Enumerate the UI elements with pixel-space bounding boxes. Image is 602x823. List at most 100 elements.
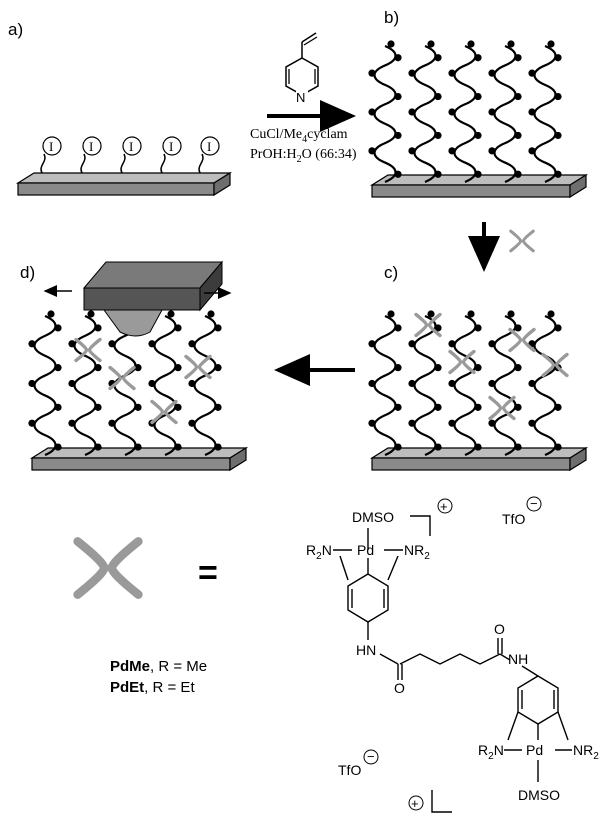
monomer-dot xyxy=(427,40,435,48)
monomer-dot xyxy=(214,324,222,332)
crosslinker-glyph xyxy=(541,352,569,378)
pd-complex-structure xyxy=(333,515,572,813)
crosslinker-glyph xyxy=(448,349,476,375)
polymer-chain xyxy=(188,310,222,457)
monomer-dot xyxy=(368,340,376,348)
monomer-dot xyxy=(514,131,522,140)
pd-bottom: Pd xyxy=(526,742,543,758)
monomer-dot xyxy=(68,379,76,388)
initiator-label: I xyxy=(207,139,211,154)
monomer-dot xyxy=(474,54,482,62)
equals-sign: = xyxy=(198,554,218,592)
monomer-dot xyxy=(408,340,416,348)
monomer-dot xyxy=(514,324,522,332)
monomer-dot xyxy=(394,170,402,178)
monomer-dot xyxy=(448,147,456,155)
polymer-chain xyxy=(488,40,522,184)
monomer-dot xyxy=(528,69,536,77)
monomer-dot xyxy=(94,364,102,372)
monomer-dot xyxy=(28,419,36,427)
crosslinkers-c xyxy=(414,312,569,421)
monomer-dot xyxy=(528,419,536,427)
initiator-label: I xyxy=(49,139,53,154)
monomer-dot xyxy=(368,69,376,77)
substrate-b xyxy=(369,173,589,199)
monomer-dot xyxy=(554,131,562,140)
monomer-dot xyxy=(434,324,442,332)
crosslinker-glyph xyxy=(74,337,102,363)
monomer-dot xyxy=(188,340,196,348)
minus-top: − xyxy=(530,496,538,511)
monomer-dot xyxy=(167,310,175,318)
r2n-top: R2N xyxy=(306,542,332,562)
conditions-line-2: PrOH:H2O (66:34) xyxy=(250,147,357,165)
crosslinkers-d xyxy=(74,337,212,425)
panel-label-a: a) xyxy=(8,20,23,39)
polymer-chain xyxy=(448,40,482,184)
monomer-dot xyxy=(368,147,376,155)
polymer-chain xyxy=(68,310,102,457)
monomer-dot xyxy=(68,340,76,348)
crosslinker-glyph xyxy=(414,312,442,338)
monomer-dot xyxy=(28,379,36,388)
pyridine-structure: N xyxy=(285,32,319,105)
monomer-dot xyxy=(514,92,522,101)
crosslinker-icon xyxy=(509,229,535,253)
minus-bottom: − xyxy=(367,749,375,764)
monomer-dot xyxy=(488,108,496,116)
panel-label-c: c) xyxy=(384,263,398,282)
panel-label-d: d) xyxy=(20,263,35,282)
monomer-dot xyxy=(554,92,562,101)
monomer-dot xyxy=(488,340,496,348)
nr2-bottom: NR2 xyxy=(573,742,599,762)
monomer-dot xyxy=(507,310,515,318)
monomer-dot xyxy=(434,443,442,451)
monomer-dot xyxy=(554,170,562,178)
monomer-dot xyxy=(94,324,102,332)
monomer-dot xyxy=(554,403,562,411)
panel-label-b: b) xyxy=(384,8,399,27)
substrate-c xyxy=(369,446,589,472)
monomer-dot xyxy=(394,403,402,411)
monomer-dot xyxy=(394,54,402,62)
conditions-line-1: CuCl/Me4cyclam xyxy=(250,127,348,145)
structure-labels: DMSO Pd R2N NR2 HN O O NH Pd R2N NR2 DMS… xyxy=(306,509,599,803)
pd-top: Pd xyxy=(357,542,374,558)
monomer-dot xyxy=(408,419,416,427)
monomer-dot xyxy=(368,108,376,116)
monomer-dot xyxy=(408,379,416,388)
monomer-dot xyxy=(87,310,95,318)
monomer-dot xyxy=(54,324,62,332)
monomer-dot xyxy=(148,379,156,388)
polymer-chain xyxy=(368,310,402,457)
monomer-dot xyxy=(528,147,536,155)
monomer-dot xyxy=(188,379,196,388)
monomer-dot xyxy=(434,403,442,411)
plus-top: + xyxy=(440,499,448,514)
nh-label: NH xyxy=(508,651,528,667)
monomer-dot xyxy=(207,310,215,318)
nr2-top: NR2 xyxy=(404,542,430,562)
polymer-chain xyxy=(408,40,442,184)
dmso-top: DMSO xyxy=(352,509,394,525)
monomer-dot xyxy=(474,170,482,178)
monomer-dot xyxy=(448,340,456,348)
monomer-dot xyxy=(28,340,36,348)
monomer-dot xyxy=(434,92,442,101)
o-left: O xyxy=(394,680,405,696)
polymer-chain xyxy=(368,40,402,184)
crosslinker-glyph xyxy=(108,365,136,391)
monomer-dot xyxy=(448,379,456,388)
monomer-dot xyxy=(174,403,182,411)
monomer-dot xyxy=(188,419,196,427)
monomer-dot xyxy=(488,147,496,155)
hn-label: HN xyxy=(356,642,376,658)
monomer-dot xyxy=(547,40,555,48)
tfo-bottom: TfO xyxy=(338,762,361,778)
monomer-dot xyxy=(134,364,142,372)
monomer-dot xyxy=(134,443,142,451)
monomer-dot xyxy=(368,419,376,427)
polymer-chain xyxy=(528,40,562,184)
initiator-site: I xyxy=(198,136,220,174)
